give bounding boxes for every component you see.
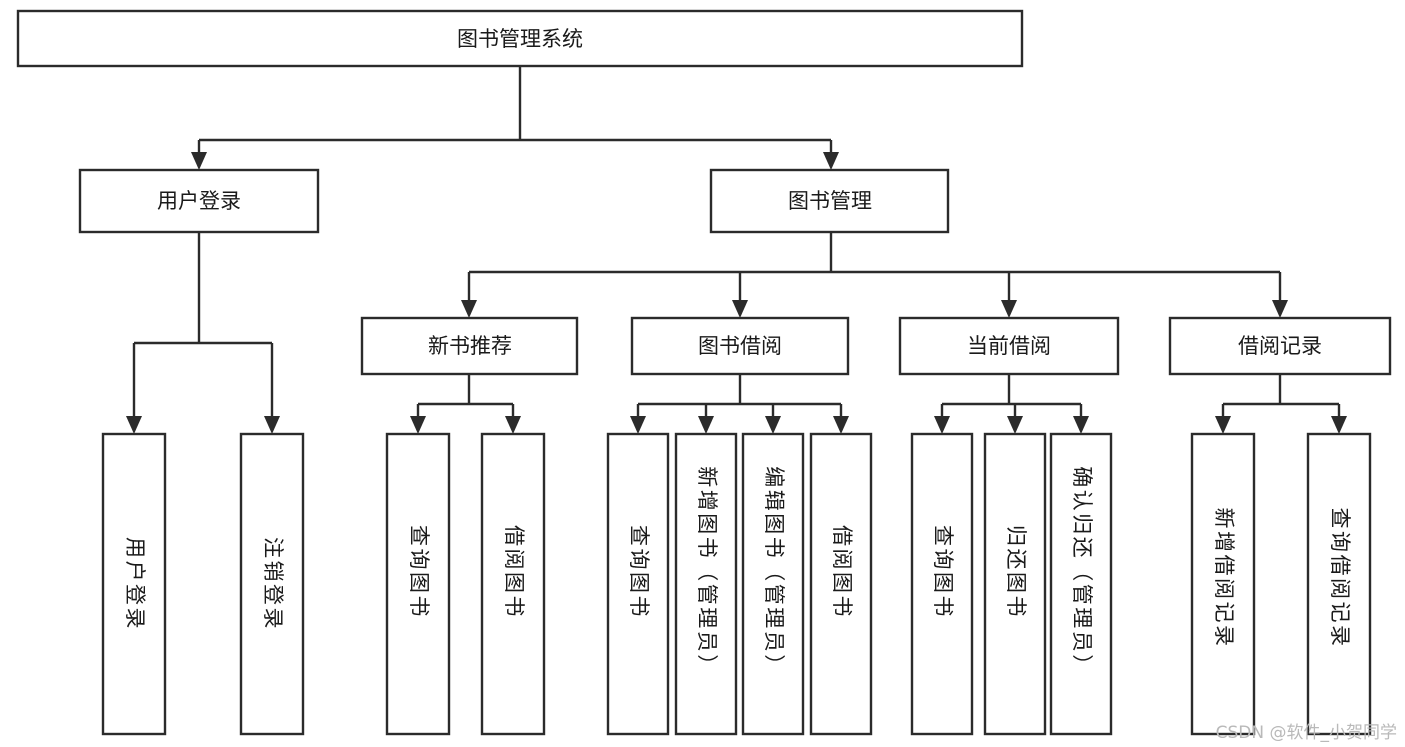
node-leaf-user-login-box[interactable] (101, 432, 167, 736)
arrow-head-leaf-query-book-rec (410, 416, 426, 434)
node-leaf-user-logout-box[interactable] (239, 432, 305, 736)
node-leaf-edit-book-box[interactable] (741, 432, 805, 736)
node-current-borrow-label: 当前借阅 (967, 334, 1051, 358)
node-leaf-add-book[interactable]: 新增图书（管理员） (674, 432, 738, 736)
node-user-login-box[interactable] (78, 168, 320, 234)
arrow-head-leaf-confirm-return (1073, 416, 1089, 434)
arrow-head-leaf-user-logout (264, 416, 280, 434)
node-new-book-rec-label: 新书推荐 (428, 334, 512, 358)
node-user-login[interactable]: 用户登录 (78, 168, 320, 234)
node-leaf-return-book-label: 归还图书 (1004, 525, 1028, 619)
node-leaf-borrow-book-rec-box[interactable] (480, 432, 546, 736)
node-leaf-borrow-book[interactable]: 借阅图书 (809, 432, 873, 736)
arrow-head-leaf-query-book-cur (934, 416, 950, 434)
node-new-book-rec-box[interactable] (360, 316, 579, 376)
node-leaf-add-book-label: 新增图书（管理员） (695, 466, 719, 678)
node-leaf-query-book-box[interactable] (606, 432, 670, 736)
arrow-head-leaf-return-book (1007, 416, 1023, 434)
arrow-head-leaf-borrow-book-rec (505, 416, 521, 434)
node-leaf-query-record-box[interactable] (1306, 432, 1372, 736)
node-leaf-add-record[interactable]: 新增借阅记录 (1190, 432, 1256, 736)
arrow-head-leaf-add-book (698, 416, 714, 434)
node-borrow-record[interactable]: 借阅记录 (1168, 316, 1392, 376)
node-borrow-record-box[interactable] (1168, 316, 1392, 376)
node-leaf-user-logout-label: 注销登录 (261, 537, 285, 631)
arrow-head-user-login (191, 152, 207, 170)
node-book-manage-box[interactable] (709, 168, 950, 234)
node-borrow-record-label: 借阅记录 (1238, 334, 1322, 358)
node-book-borrow-label: 图书借阅 (698, 334, 782, 358)
node-user-login-label: 用户登录 (157, 189, 241, 213)
node-leaf-user-login[interactable]: 用户登录 (101, 432, 167, 736)
node-leaf-confirm-return[interactable]: 确认归还（管理员） (1049, 432, 1113, 736)
arrow-head-leaf-edit-book (765, 416, 781, 434)
arrow-head-leaf-add-record (1215, 416, 1231, 434)
node-leaf-confirm-return-label: 确认归还（管理员） (1070, 466, 1094, 678)
node-book-manage-label: 图书管理 (788, 189, 872, 213)
arrow-head-current-borrow (1001, 300, 1017, 318)
arrow-head-leaf-query-book (630, 416, 646, 434)
node-leaf-edit-book[interactable]: 编辑图书（管理员） (741, 432, 805, 736)
node-leaf-query-book-rec-label: 查询图书 (407, 525, 431, 619)
node-leaf-borrow-book-rec-label: 借阅图书 (502, 525, 526, 619)
node-leaf-add-record-label: 新增借阅记录 (1212, 508, 1236, 649)
arrow-head-book-manage (823, 152, 839, 170)
node-root-box[interactable] (16, 9, 1024, 68)
node-current-borrow[interactable]: 当前借阅 (898, 316, 1120, 376)
node-leaf-query-record-label: 查询借阅记录 (1328, 508, 1352, 649)
node-leaf-add-record-box[interactable] (1190, 432, 1256, 736)
arrow-head-new-book-rec (461, 300, 477, 318)
node-leaf-query-book-cur[interactable]: 查询图书 (910, 432, 974, 736)
node-leaf-query-book-cur-label: 查询图书 (931, 525, 955, 619)
node-leaf-query-book-rec[interactable]: 查询图书 (385, 432, 451, 736)
node-book-borrow[interactable]: 图书借阅 (630, 316, 850, 376)
node-leaf-confirm-return-box[interactable] (1049, 432, 1113, 736)
arrow-head-borrow-record (1272, 300, 1288, 318)
node-leaf-query-book-cur-box[interactable] (910, 432, 974, 736)
node-leaf-borrow-book-rec[interactable]: 借阅图书 (480, 432, 546, 736)
node-leaf-return-book-box[interactable] (983, 432, 1047, 736)
arrow-head-book-borrow (732, 300, 748, 318)
node-leaf-query-book-label: 查询图书 (627, 525, 651, 619)
node-leaf-borrow-book-box[interactable] (809, 432, 873, 736)
csdn-watermark: CSDN @软件_小贺同学 (1215, 723, 1397, 743)
node-leaf-borrow-book-label: 借阅图书 (830, 525, 854, 619)
node-leaf-query-book-rec-box[interactable] (385, 432, 451, 736)
arrow-head-leaf-user-login (126, 416, 142, 434)
node-leaf-user-logout[interactable]: 注销登录 (239, 432, 305, 736)
node-new-book-rec[interactable]: 新书推荐 (360, 316, 579, 376)
node-leaf-return-book[interactable]: 归还图书 (983, 432, 1047, 736)
arrow-head-leaf-query-record (1331, 416, 1347, 434)
node-root[interactable]: 图书管理系统 (16, 9, 1024, 68)
node-current-borrow-box[interactable] (898, 316, 1120, 376)
node-leaf-add-book-box[interactable] (674, 432, 738, 736)
node-leaf-query-record[interactable]: 查询借阅记录 (1306, 432, 1372, 736)
node-root-label: 图书管理系统 (457, 27, 583, 51)
node-leaf-query-book[interactable]: 查询图书 (606, 432, 670, 736)
node-book-borrow-box[interactable] (630, 316, 850, 376)
node-leaf-user-login-label: 用户登录 (123, 537, 147, 631)
node-leaf-edit-book-label: 编辑图书（管理员） (762, 466, 786, 678)
connector-layer (126, 66, 1347, 434)
node-book-manage[interactable]: 图书管理 (709, 168, 950, 234)
arrow-head-leaf-borrow-book (833, 416, 849, 434)
